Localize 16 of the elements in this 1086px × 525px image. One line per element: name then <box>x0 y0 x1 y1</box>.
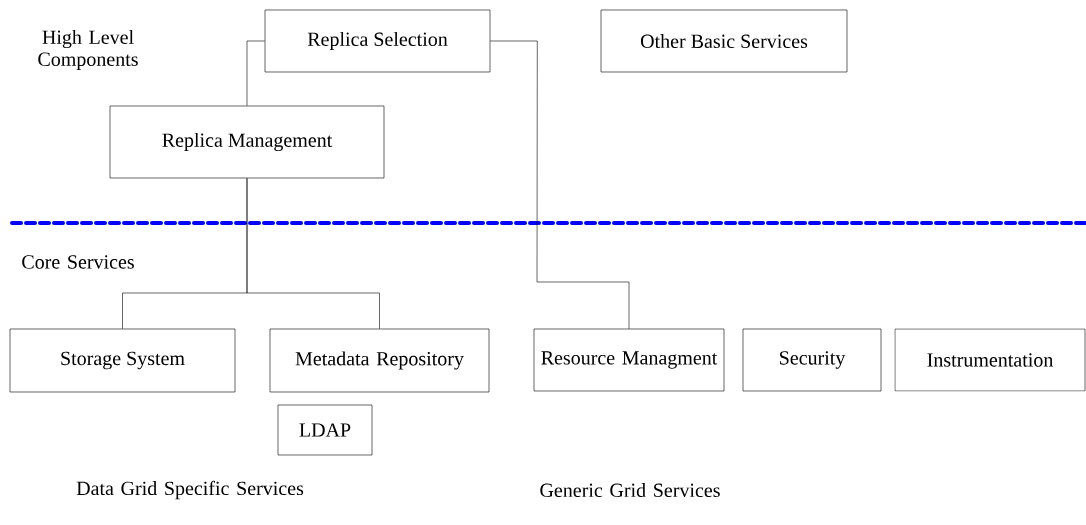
service-box: Storage System <box>9 328 236 393</box>
service-box: Other Basic Services <box>600 9 848 73</box>
connector-line <box>490 40 630 329</box>
section-label: Generic Grid Services <box>540 482 720 498</box>
section-label: Data Grid Specific Services <box>76 480 304 500</box>
section-label: High Level Components <box>38 29 138 71</box>
connector-line <box>246 178 380 329</box>
connector-line <box>246 40 265 106</box>
service-box: Replica Selection <box>264 9 491 73</box>
service-box: Metadata Repository <box>269 328 490 393</box>
section-label: Core Services <box>22 255 134 269</box>
service-box: Security <box>742 328 882 392</box>
service-box: Replica Management <box>109 105 385 179</box>
service-box: Instrumentation <box>894 328 1086 392</box>
service-box: Resource Managment <box>533 328 725 392</box>
service-box: LDAP <box>277 404 373 456</box>
